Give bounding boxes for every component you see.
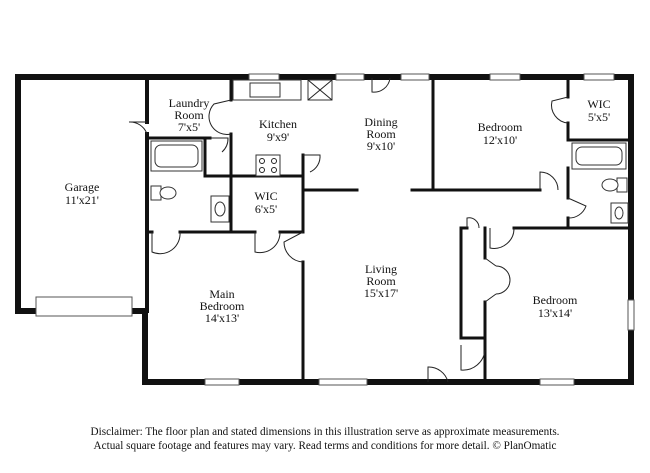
bedroom1-name: Bedroom [478,120,523,134]
disclaimer-line-1: Disclaimer: The floor plan and stated di… [90,426,560,438]
living-name: Living [365,262,397,276]
exterior-walls [15,74,634,385]
fixtures [150,79,629,224]
living-dims: 15'x17' [364,286,398,300]
kitchen-name: Kitchen [259,117,297,131]
wic2-dims: 6'x5' [255,202,277,216]
dining-name2: Room [366,127,396,141]
wic1-name: WIC [587,97,610,111]
garage-door [35,296,133,317]
main-bedroom-name2: Bedroom [200,299,245,313]
stove [255,154,281,177]
garage-dims: 11'x21' [65,193,99,207]
laundry-dims: 7'x5' [178,120,200,134]
main-bedroom-dims: 14'x13' [205,311,239,325]
disclaimer: Disclaimer: The floor plan and stated di… [0,425,650,453]
bedroom2-dims: 13'x14' [538,306,572,320]
wic1-dims: 5'x5' [588,110,610,124]
dining-name: Dining [364,115,397,129]
bedroom2-name: Bedroom [533,293,578,307]
wic2-name: WIC [254,189,277,203]
room-labels: Garage 11'x21' Laundry Room 7'x5' Kitche… [65,96,611,325]
laundry-name2: Room [174,108,204,122]
windows [204,73,635,386]
main-bedroom-name: Main [209,287,234,301]
disclaimer-line-2: Actual square footage and features may v… [93,440,557,452]
bedroom1-dims: 12'x10' [483,133,517,147]
kitchen-sink [249,82,281,98]
kitchen-dims: 9'x9' [267,130,289,144]
laundry-name: Laundry [169,96,210,110]
door-swings [128,77,587,383]
living-name2: Room [366,274,396,288]
interior-walls [145,76,631,382]
dining-dims: 9'x10' [367,139,395,153]
garage-name: Garage [65,180,100,194]
